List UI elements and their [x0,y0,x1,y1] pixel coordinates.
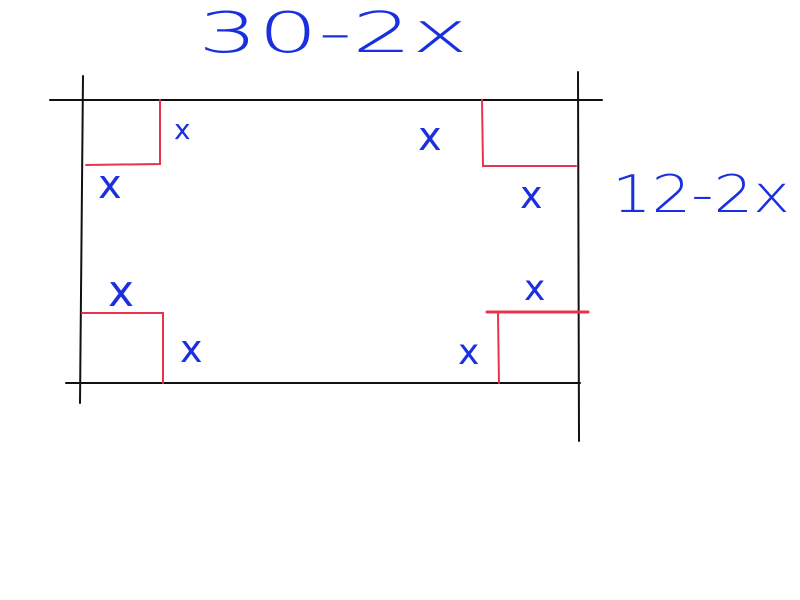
cut-label-top-left-vertical: x [174,113,191,146]
cut-label-top-right-horizontal: x [520,173,543,217]
cut-label-bottom-left-vertical: x [180,327,203,371]
corner-cut-top-left [85,99,161,166]
cut-label-top-right-vertical: x [418,114,442,160]
corner-cut-bottom-right-vertical [497,312,500,384]
cut-label-bottom-right-horizontal: x [524,268,545,309]
right-dimension-label: 12-2x [612,165,790,225]
right-edge-line [577,71,580,442]
corner-cuts [81,99,590,384]
cut-label-bottom-left-horizontal: x [108,266,134,317]
cut-label-top-left-horizontal: x [98,162,122,208]
sheet-outline [49,71,603,442]
left-edge-line [79,75,84,404]
corner-cut-bottom-left [81,312,164,384]
top-dimension-label: 30-2x [198,1,468,66]
cut-label-bottom-right-vertical: x [458,332,479,373]
corner-cut-top-right [481,99,577,167]
